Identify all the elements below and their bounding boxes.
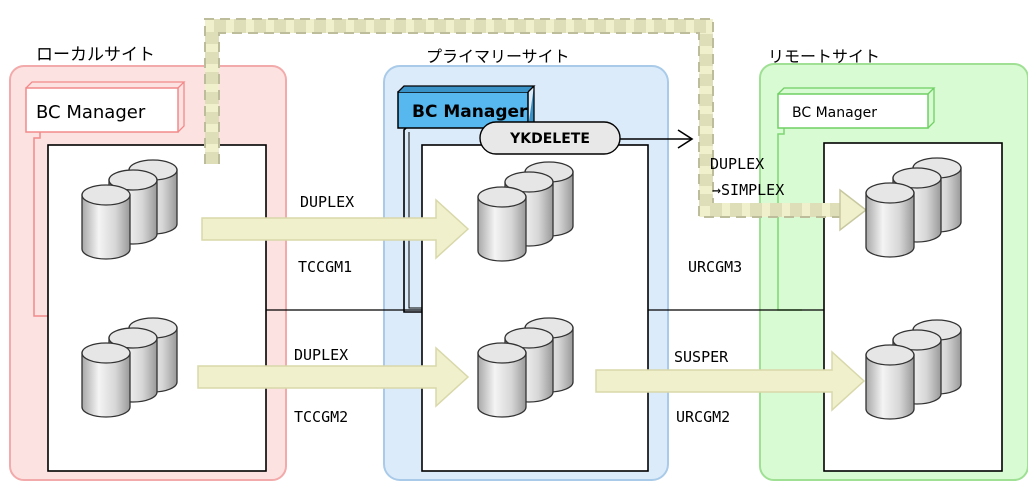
remote-manager-tab xyxy=(777,93,929,129)
local-manager-tab xyxy=(25,87,179,133)
primary-site-label: プライマリーサイト xyxy=(426,47,570,66)
tccgm2-status: DUPLEX xyxy=(294,346,348,364)
primary-manager-label: BC Manager xyxy=(412,102,528,122)
command-arrowhead xyxy=(677,129,694,149)
urcgm3-group: URCGM3 xyxy=(688,258,742,276)
primary-manager-bracket-inner xyxy=(408,132,422,309)
local-manager-bracket xyxy=(33,132,48,317)
arrow-tccgm1 xyxy=(201,198,470,260)
arrow-urcgm2 xyxy=(595,350,866,412)
local-site-label: ローカルサイト xyxy=(36,45,155,65)
urcgm3-status-line2: →SIMPLEX xyxy=(712,181,784,199)
dashed-path-outline-1 xyxy=(204,18,714,203)
tccgm1-group: TCCGM1 xyxy=(298,258,352,276)
local-manager-label: BC Manager xyxy=(36,102,146,123)
tccgm2-group: TCCGM2 xyxy=(294,408,348,426)
ykdelete-command-pill xyxy=(479,121,621,155)
tccgm1-status: DUPLEX xyxy=(300,193,354,211)
urcgm2-status: SUSPER xyxy=(674,348,729,366)
remote-manager-label: BC Manager xyxy=(792,105,877,121)
dashed-path-fill xyxy=(205,19,856,217)
remote-site-label: リモートサイト xyxy=(768,47,880,66)
ykdelete-command-label: YKDELETE xyxy=(509,131,590,147)
urcgm3-status-line1: DUPLEX xyxy=(710,155,764,173)
dashed-path-arrowhead xyxy=(839,188,868,232)
arrow-tccgm2 xyxy=(197,346,470,408)
dashed-path-outline-2 xyxy=(218,32,846,218)
urcgm2-group: URCGM2 xyxy=(676,408,730,426)
dashed-path-border xyxy=(205,19,856,217)
